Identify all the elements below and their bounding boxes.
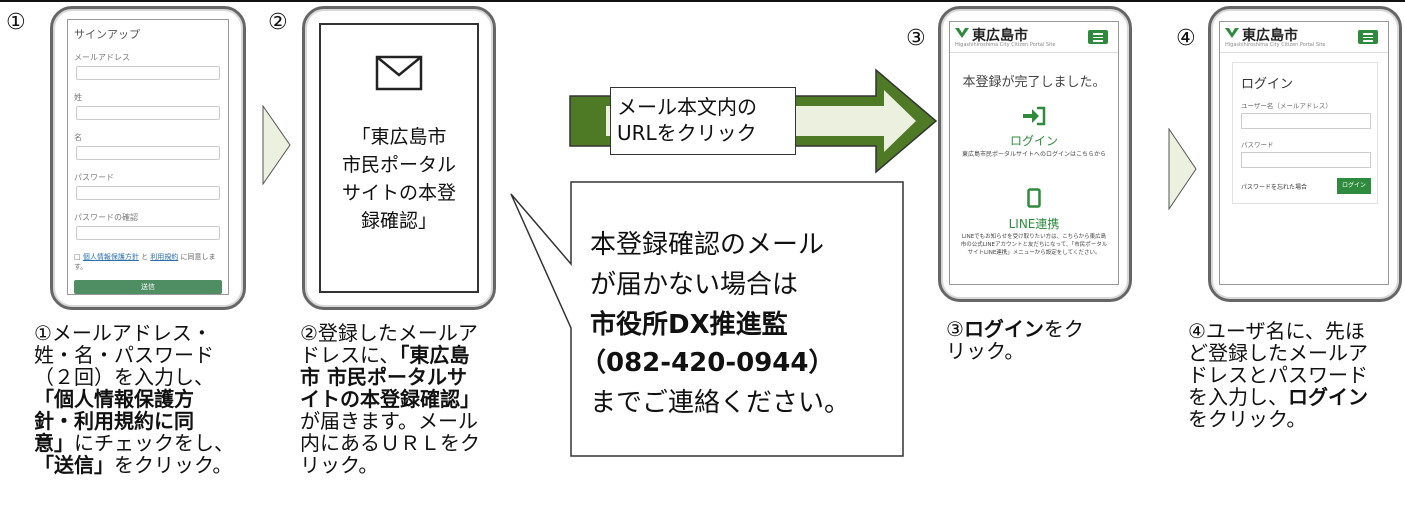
callout-contact-name: 市役所DX推進監 xyxy=(590,310,788,340)
login-button[interactable]: ログイン xyxy=(1337,178,1371,194)
login-card: ログイン ユーザー名（メールアドレス） パスワード パスワードを忘れた場合 ログ… xyxy=(1232,62,1378,204)
mail-screen: 「東広島市 市民ポータル サイトの本登 録確認」 xyxy=(319,23,479,293)
caption-3-text-a: ③ xyxy=(946,317,964,341)
login-icon xyxy=(1023,106,1046,126)
first-name-field[interactable] xyxy=(76,146,220,160)
caption-1-bold-agree: 「個人情報保護方 針・利用規約に同 意」 xyxy=(34,387,194,455)
caption-2-text-c: が届きます。メール 内にあるＵＲＬをク リック。 xyxy=(300,409,480,477)
envelope-icon xyxy=(375,55,423,91)
portal-logo-subtitle: Higashihiroshima City Citizen Portal Sit… xyxy=(1225,42,1326,48)
portal-header: 東広島市 Higashihiroshima City Citizen Porta… xyxy=(950,22,1118,53)
hamburger-menu-icon[interactable] xyxy=(1358,30,1378,44)
phone-frame-login: 東広島市 Higashihiroshima City Citizen Porta… xyxy=(1208,6,1402,302)
phone-frame-complete: 東広島市 Higashihiroshima City Citizen Porta… xyxy=(938,6,1132,302)
callout-phone: （082-420-0944） xyxy=(580,348,835,378)
login-screen: 東広島市 Higashihiroshima City Citizen Porta… xyxy=(1219,21,1389,285)
mail-subject: 「東広島市 市民ポータル サイトの本登 録確認」 xyxy=(341,126,456,232)
last-name-label: 姓 xyxy=(74,93,82,102)
signup-title: サインアップ xyxy=(74,28,140,41)
password-confirm-label: パスワードの確認 xyxy=(74,213,138,222)
signup-screen: サインアップ メールアドレス 姓 名 パスワード パスワードの確認 □ 個人情報… xyxy=(67,19,229,295)
login-title: ログイン xyxy=(1241,77,1294,92)
caption-2-text-a: ②登録したメールア ドレスに、 xyxy=(300,321,478,367)
first-name-label: 名 xyxy=(74,133,82,142)
password-field[interactable] xyxy=(76,186,220,200)
caption-step-2: ②登録したメールア ドレスに、「東広島 市 市民ポータルサ イトの本登録確認」が… xyxy=(300,322,530,476)
portal-logo-text: 東広島市 xyxy=(1242,28,1298,44)
caption-1-text-c: にチェックをし、 xyxy=(74,431,234,455)
caption-step-3: ③ログインをク リック。 xyxy=(946,318,1116,362)
username-field[interactable] xyxy=(1241,113,1371,129)
caption-1-bold-submit: 「送信」 xyxy=(34,453,114,477)
step-number-3: ③ xyxy=(906,26,926,51)
hamburger-menu-icon[interactable] xyxy=(1088,30,1108,44)
caption-step-1: ①メールアドレス・ 姓・名・パスワード （２回）を入力し、「個人情報保護方 針・… xyxy=(34,322,264,476)
login-link[interactable]: ログイン xyxy=(1009,134,1058,148)
agree-checkbox-row[interactable]: □ 個人情報保護方針 と 利用規約 に同意します。 xyxy=(74,252,222,272)
agree-suffix-text: に同意します。 xyxy=(74,253,216,271)
caption-1-text-a: ①メールアドレス・ 姓・名・パスワード （２回）を入力し、 xyxy=(34,321,214,389)
username-label: ユーザー名（メールアドレス） xyxy=(1241,102,1332,110)
caption-4-text-a: ④ユーザ名に、先ほ ど登録したメールア ドレスとパスワード を入力し、 xyxy=(1188,319,1368,409)
caption-4-bold-login: ログイン xyxy=(1288,385,1368,409)
portal-logo-text: 東広島市 xyxy=(972,28,1028,44)
agree-and-text: と xyxy=(138,253,151,261)
password-field[interactable] xyxy=(1241,152,1371,168)
forgot-password-link[interactable]: パスワードを忘れた場合 xyxy=(1241,184,1308,191)
contact-callout xyxy=(510,181,904,457)
step-number-4: ④ xyxy=(1176,26,1196,51)
caption-step-4: ④ユーザ名に、先ほ ど登録したメールア ドレスとパスワード を入力し、ログインを… xyxy=(1188,320,1404,430)
caption-2-bold-subject: 「東広島 市 市民ポータルサ イトの本登録確認」 xyxy=(300,343,480,411)
step-arrow-triangle-2 xyxy=(1168,128,1197,210)
caption-4-text-c: をクリック。 xyxy=(1188,407,1307,431)
caption-3-text-c: をク リック。 xyxy=(946,317,1084,363)
complete-screen: 東広島市 Higashihiroshima City Citizen Porta… xyxy=(949,21,1119,285)
step-number-2: ② xyxy=(268,10,288,35)
line-link[interactable]: LINE連携 xyxy=(1008,217,1060,231)
smartphone-icon xyxy=(1027,188,1041,208)
step-arrow-triangle-1 xyxy=(262,105,291,185)
email-label: メールアドレス xyxy=(74,53,130,62)
password-label: パスワード xyxy=(1241,141,1274,149)
portal-logo-subtitle: Higashihiroshima City Citizen Portal Sit… xyxy=(955,42,1056,48)
email-field[interactable] xyxy=(76,66,220,80)
step-number-1: ① xyxy=(6,10,26,35)
callout-line-1: 本登録確認のメール xyxy=(590,230,825,260)
phone-frame-mail: 「東広島市 市民ポータル サイトの本登 録確認」 xyxy=(302,6,496,310)
callout-line-5: までご連絡ください。 xyxy=(590,388,851,418)
last-name-field[interactable] xyxy=(76,106,220,120)
line-description: LINEでもお知らせを受け取りたい方は、こちらから東広島市の公式LINEアカウン… xyxy=(960,234,1108,256)
terms-link[interactable]: 利用規約 xyxy=(150,253,179,261)
phone-frame-signup: サインアップ メールアドレス 姓 名 パスワード パスワードの確認 □ 個人情報… xyxy=(50,6,246,310)
portal-header: 東広島市 Higashihiroshima City Citizen Porta… xyxy=(1220,22,1388,53)
callout-line-2: が届かない場合は xyxy=(590,270,799,300)
privacy-policy-link[interactable]: 個人情報保護方針 xyxy=(82,253,139,261)
submit-button[interactable]: 送信 xyxy=(74,280,222,294)
complete-heading: 本登録が完了しました。 xyxy=(962,75,1106,90)
caption-1-text-e: をクリック。 xyxy=(114,453,233,477)
city-logo-icon xyxy=(1225,28,1239,38)
password-label: パスワード xyxy=(74,173,114,182)
password-confirm-field[interactable] xyxy=(76,226,220,240)
agree-checkbox[interactable]: □ xyxy=(74,253,83,261)
arrow-label-box: メール本文内の URLをクリック xyxy=(610,87,796,155)
caption-3-bold-login: ログイン xyxy=(963,317,1044,341)
city-logo-icon xyxy=(955,28,969,38)
login-description: 東広島市民ポータルサイトへのログインはこちらから xyxy=(961,151,1106,158)
top-border xyxy=(0,0,1405,2)
